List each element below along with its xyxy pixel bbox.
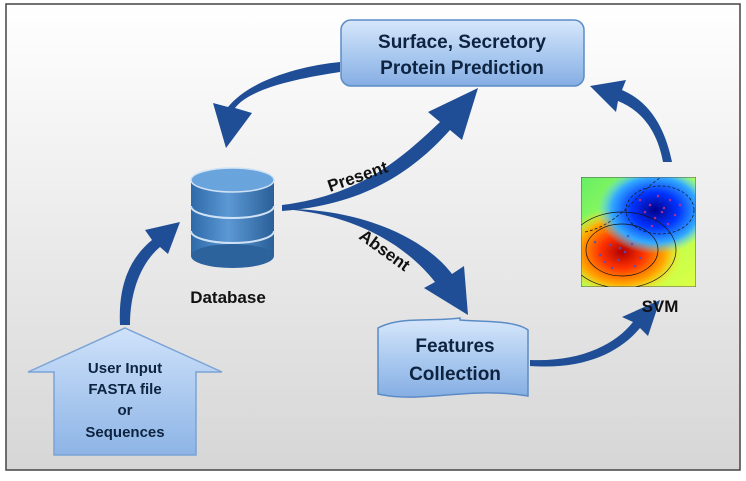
prediction-box: Surface, Secretory Protein Prediction <box>340 19 585 87</box>
arrow-present <box>282 88 478 211</box>
arrow-prediction-to-database <box>213 62 340 148</box>
arrow-features-to-svm <box>530 300 660 367</box>
svm-plot-image <box>581 177 696 287</box>
database-label: Database <box>190 288 266 307</box>
prediction-line-1: Surface, Secretory <box>378 32 546 53</box>
features-line-1: Features <box>415 336 494 357</box>
user-input-line-1: User Input <box>88 360 162 377</box>
user-input-line-3: or <box>118 402 133 419</box>
svm-label: SVM <box>642 297 679 316</box>
prediction-line-2: Protein Prediction <box>380 58 544 79</box>
database-icon <box>190 167 275 268</box>
features-line-2: Collection <box>409 364 501 385</box>
arrow-absent <box>282 208 468 315</box>
arrow-svm-to-prediction <box>590 80 672 162</box>
user-input-up-arrow: User Input FASTA file or Sequences <box>27 327 223 456</box>
features-box: Features Collection <box>377 317 529 398</box>
user-input-line-2: FASTA file <box>88 381 161 398</box>
user-input-line-4: Sequences <box>85 424 164 441</box>
arrow-input-to-database <box>119 222 180 325</box>
